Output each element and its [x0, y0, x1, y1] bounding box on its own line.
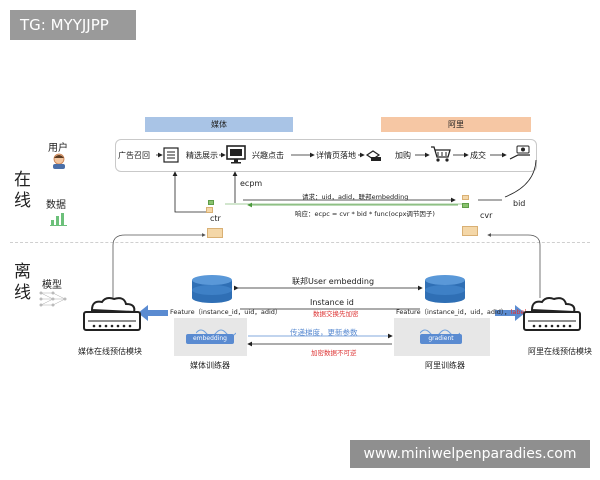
- flow-box: [115, 139, 537, 172]
- deal-label: 成交: [470, 151, 486, 160]
- offline-section-label: 离线: [10, 262, 30, 304]
- user-label: 用户: [48, 143, 68, 154]
- media-online-module-label: 媒体在线预估模块: [78, 347, 142, 356]
- user-icon: [50, 153, 68, 173]
- online-section-label: 在线: [10, 170, 30, 212]
- data-exchange-label: 数据交换先加密: [313, 310, 359, 318]
- monitor-icon: [226, 145, 246, 168]
- tag-label: TG: MYYJJPP: [10, 10, 136, 40]
- feature-right-label-text: label: [510, 308, 527, 316]
- cvr-label: cvr: [480, 211, 493, 220]
- ad-recall-label: 广告召回: [118, 151, 150, 160]
- feature-right-text: Feature（instance_id，uid，adid），: [396, 308, 511, 316]
- cvr-cell: [462, 226, 478, 236]
- data-label: 数据: [46, 200, 66, 211]
- media-database-icon: [190, 274, 234, 308]
- media-header: 媒体: [145, 117, 293, 132]
- document-icon: [163, 147, 179, 167]
- ali-server-icon: [520, 296, 584, 340]
- ali-database-icon: [423, 274, 467, 308]
- cart-icon: [430, 145, 452, 167]
- ctr-cell: [207, 228, 223, 238]
- model-label: 模型: [42, 280, 62, 291]
- neural-network-icon: [38, 290, 68, 312]
- detail-page-label: 详情页落地: [316, 151, 356, 160]
- watermark-label: www.miniwelpenparadies.com: [350, 440, 590, 468]
- media-trainer-label: 媒体训练器: [190, 361, 230, 370]
- feature-right-label: Feature（instance_id，uid，adid），label: [396, 306, 526, 316]
- ecpm-label: ecpm: [240, 179, 263, 188]
- section-divider: [10, 242, 590, 243]
- media-server-icon: [80, 296, 144, 340]
- ali-online-module-label: 阿里在线预估模块: [528, 347, 592, 356]
- add-cart-label: 加购: [395, 151, 411, 160]
- embedding-pill: embedding: [186, 334, 234, 344]
- ctr-label: ctr: [210, 214, 221, 223]
- shopping-icon: [365, 145, 385, 167]
- interest-click-label: 兴趣点击: [252, 151, 284, 160]
- bar-chart-icon: [50, 211, 68, 230]
- encrypted-label: 加密数据不可逆: [311, 349, 357, 357]
- ali-trainer-label: 阿里训练器: [425, 361, 465, 370]
- pass-gradient-label: 传递梯度，更新参数: [290, 328, 358, 337]
- feature-left-label: Feature（instance_id，uid，adid）: [170, 308, 282, 316]
- request-label: 请求：uid，adid，联邦embedding: [302, 193, 409, 201]
- payment-icon: [508, 143, 532, 167]
- instance-id-label: Instance id: [310, 298, 354, 307]
- gradient-pill: gradient: [420, 334, 462, 344]
- bid-label: bid: [513, 199, 526, 208]
- alibaba-header: 阿里: [381, 117, 531, 132]
- fed-user-embedding-label: 联邦User embedding: [292, 277, 375, 286]
- response-label: 响应：ecpc = cvr * bid * func(ocpx调节因子): [295, 210, 435, 218]
- refine-label: 精选展示: [186, 151, 218, 160]
